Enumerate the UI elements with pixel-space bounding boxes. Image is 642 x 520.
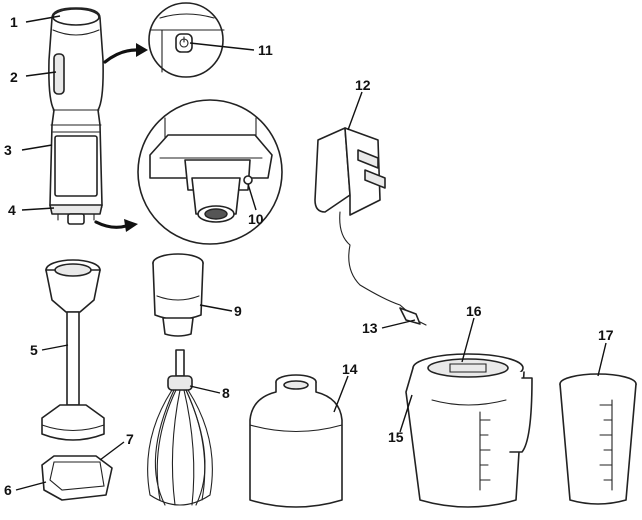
detail-coupling: [137, 99, 283, 245]
callout-2: 2: [10, 69, 18, 85]
callout-14: 14: [342, 361, 358, 377]
callout-13: 13: [362, 320, 378, 336]
callout-labels: 1 2 3 4 5 6 7 8 9 10 11 12 13 14 15 16 1…: [4, 14, 614, 498]
callout-5: 5: [30, 342, 38, 358]
callout-17: 17: [598, 327, 614, 343]
whisk-adaptor: [152, 253, 204, 337]
blade-guard-stand: [41, 455, 113, 501]
release-point: [243, 175, 253, 185]
detail-arrows: [94, 43, 148, 232]
power-button: [53, 53, 65, 95]
chopper-bowl: [249, 374, 343, 508]
motor-body-window: [54, 135, 98, 197]
motor-unit: [48, 7, 104, 225]
whisk: [147, 349, 213, 506]
callout-4: 4: [8, 202, 16, 218]
callout-16: 16: [466, 303, 482, 319]
callout-8: 8: [222, 385, 230, 401]
callout-6: 6: [4, 482, 12, 498]
blending-shaft: [41, 259, 105, 441]
callout-11: 11: [258, 42, 273, 58]
callout-12: 12: [355, 77, 371, 93]
callout-15: 15: [388, 429, 404, 445]
callout-10: 10: [248, 211, 264, 227]
callout-9: 9: [234, 303, 242, 319]
measuring-jug: [405, 353, 533, 508]
leader-lines: [15, 15, 607, 491]
callout-1: 1: [10, 14, 18, 30]
beaker: [559, 373, 637, 505]
callout-7: 7: [126, 431, 134, 447]
speed-button-top: [52, 8, 100, 26]
detail-power-button: [148, 2, 225, 78]
power-adapter: [314, 127, 427, 326]
callout-3: 3: [4, 142, 12, 158]
